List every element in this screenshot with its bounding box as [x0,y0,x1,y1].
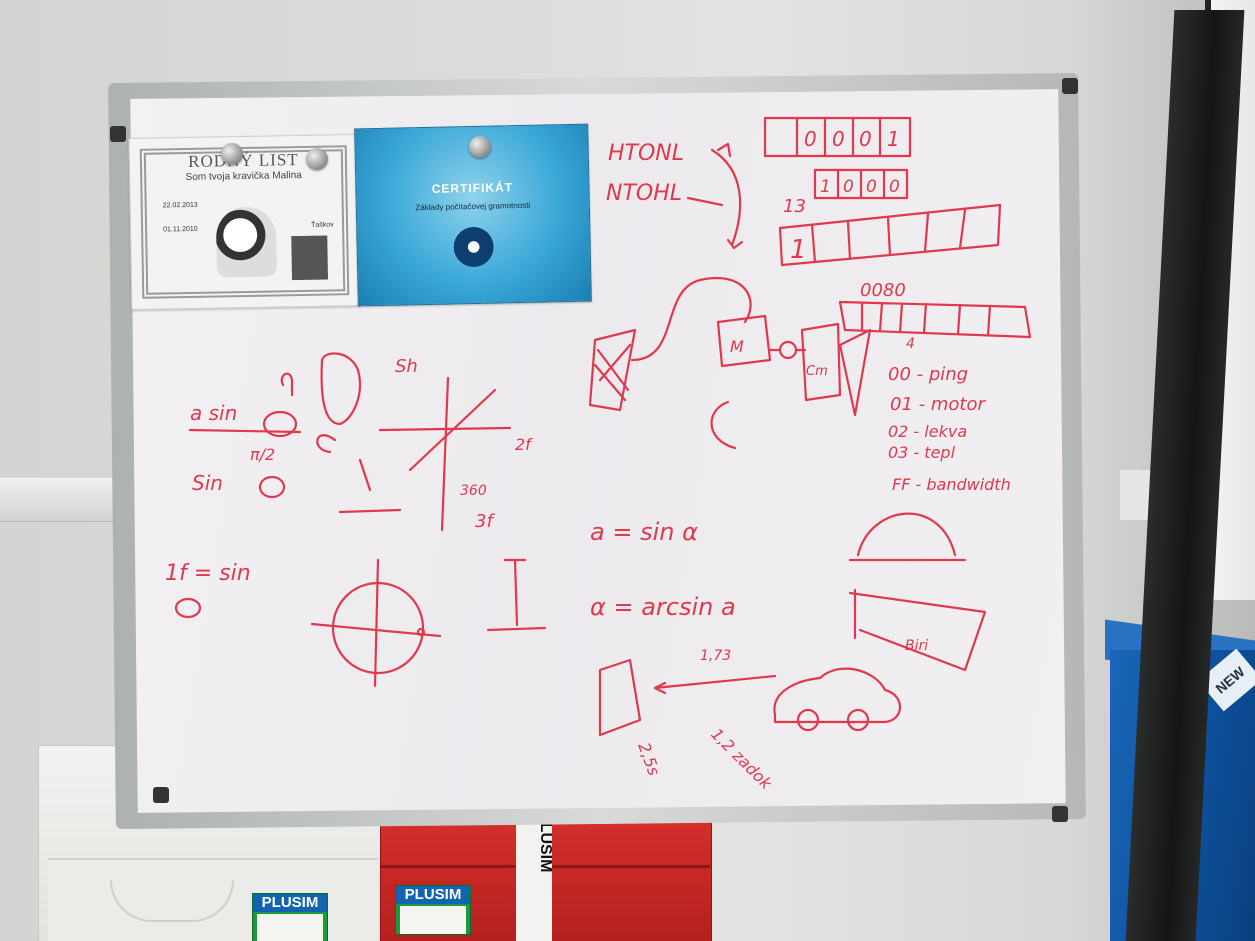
camera-box [800,322,842,402]
phone-sketch-2 [598,658,642,737]
proto-bandwidth: FF - bandwidth [892,475,1011,494]
arrowhead [716,142,732,158]
bit-mid-3: 0 [866,177,877,197]
proto-tepl: 03 - tepl [888,443,956,462]
text-big-one: 1 [790,235,807,265]
text-sin-a: a sin [190,401,237,425]
car-wheel [796,708,820,732]
magnet-1 [221,143,243,165]
cable-curve [630,277,752,362]
plusim-sticker-right: PLUSIM [395,885,471,935]
bit-2: 0 [832,127,845,151]
sticker-body [400,906,466,934]
text-2f: 2f [515,435,533,454]
text-sin-b: Sin [192,471,223,495]
cell-divider [878,301,884,333]
magnet-2 [306,148,328,170]
car-sketch [773,667,901,724]
eq-arcsin: α = arcsin a [590,593,736,621]
proto-lekva: 02 - lekva [888,422,967,441]
bit-3: 0 [859,127,872,151]
text-360: 360 [460,483,487,499]
text-pi2: π/2 [250,445,275,464]
text-htonl: HTONL [608,141,684,166]
phone-sketch [588,328,637,412]
connector-node [778,340,798,360]
proto-ping: 00 - ping [888,364,968,385]
arrowhead [726,238,744,250]
bit-1: 0 [804,127,817,151]
phi-circle-3 [174,597,202,619]
cell-divider [986,304,992,337]
sticker-title: PLUSIM [253,894,327,912]
lens-triangle [838,328,872,417]
cell-divider [923,212,930,253]
cell-divider [898,302,904,334]
table-sketch [848,588,987,672]
cell-divider [846,220,852,261]
cell-divider [956,303,962,336]
sticker-body [257,914,323,941]
tape-strip [516,810,552,941]
bit-mid-2: 0 [843,177,854,197]
stand-sketch [338,458,402,514]
rotate-arrow [710,400,737,450]
proto-motor: 01 - motor [890,394,986,415]
distance-arrowhead [653,681,667,695]
cell-divider [810,223,817,264]
swap-arrow [710,148,742,247]
arrow-line [686,196,724,207]
axis-y [440,376,450,532]
circle-axis-y [373,558,380,688]
frame-corner-tl [110,126,126,142]
phi-circle [262,410,298,438]
cell-divider [922,302,928,334]
car-label: Biri [905,638,928,654]
camera-label: Cm [806,364,828,379]
text-bottom-2: 1,2 zadok [707,724,776,793]
phi-circle-2 [258,475,286,499]
label-13: 13 [783,196,806,217]
bit-4: 1 [887,127,900,151]
frame-corner-bl [153,787,169,803]
byte-array [778,203,1002,267]
axis-diag [408,388,497,472]
module-label: M [730,337,744,356]
byte-array-2 [838,300,1032,339]
arc-sketch [856,512,957,557]
bits-box-top [763,116,912,158]
text-3f: 3f [475,511,495,532]
bit-mid-4: 0 [889,177,900,197]
face-sketch [320,352,362,426]
circle-point [416,627,426,637]
text-ptr: 4 [906,336,915,352]
text-distance: 1,73 [700,648,731,664]
frame-corner-tr [1062,78,1078,94]
text-ntohl: NTOHL [606,181,682,206]
bit-mid-1: 1 [820,177,831,197]
cell-divider [886,216,892,257]
eq-a-sin: a = sin α [590,518,698,546]
sticker-title: PLUSIM [396,886,470,904]
plusim-sticker-left: PLUSIM [252,893,328,941]
frame-corner-br [1052,806,1068,822]
text-bottom-1: 2,5s [634,740,663,778]
squiggle [280,372,294,397]
car-wheel [846,708,870,732]
text-1f: 1f = sin [165,561,251,586]
distance-line [653,674,777,690]
fraction-bar [188,428,302,434]
t-sketch [486,558,547,632]
text-0080: 0080 [860,280,906,301]
phone-hatch [593,343,632,402]
magnet-3 [469,136,491,158]
cell-divider [958,208,967,250]
rotation-sketch [316,434,337,454]
module-box [716,314,772,368]
text-sh: Sh [395,356,418,377]
